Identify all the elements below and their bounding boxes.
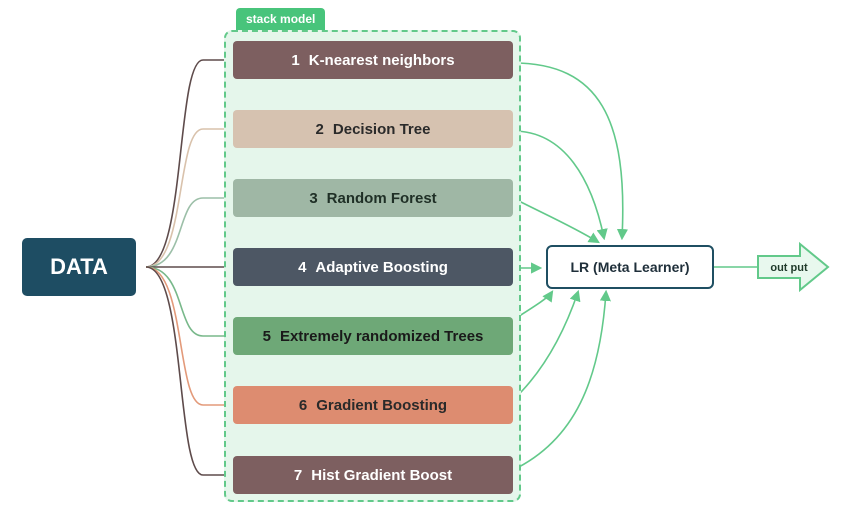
feed-line-hist-gradient-boost bbox=[145, 266, 233, 476]
model-label: Gradient Boosting bbox=[316, 396, 448, 414]
meta-arrow-random-forest bbox=[512, 197, 600, 244]
model-label: Extremely randomized Trees bbox=[279, 327, 484, 345]
stack-model-label: stack model bbox=[236, 8, 326, 30]
feed-line-random-forest bbox=[145, 197, 233, 268]
model-box-decision-tree: 2 Decision Tree bbox=[233, 110, 513, 148]
data-input-label: DATA bbox=[50, 254, 108, 279]
meta-arrow-hist-gradient-boost bbox=[512, 289, 611, 471]
model-box-extremely-randomized-trees: 5 Extremely randomized Trees bbox=[233, 317, 513, 355]
model-number: 2 bbox=[315, 120, 324, 138]
model-number: 5 bbox=[262, 327, 271, 345]
model-label: Decision Tree bbox=[332, 120, 431, 138]
model-number: 6 bbox=[298, 396, 308, 414]
output-label: out put bbox=[770, 262, 808, 274]
feed-line-gradient-boosting bbox=[145, 266, 233, 406]
meta-arrow-decision-tree bbox=[512, 130, 608, 241]
feed-line-extremely-randomized-trees bbox=[145, 266, 233, 337]
feed-line-knn bbox=[145, 59, 233, 268]
model-box-knn: 1 K-nearest neighbors bbox=[233, 41, 513, 79]
meta-learner-label: LR (Meta Learner) bbox=[570, 259, 690, 275]
output-block-arrow bbox=[757, 241, 830, 293]
model-label: Hist Gradient Boost bbox=[311, 466, 453, 484]
feed-line-decision-tree bbox=[145, 128, 233, 268]
model-box-adaptive-boosting: 4 Adaptive Boosting bbox=[233, 248, 513, 286]
model-number: 1 bbox=[291, 51, 300, 69]
model-number: 7 bbox=[293, 466, 303, 484]
model-box-gradient-boosting: 6 Gradient Boosting bbox=[233, 386, 513, 424]
meta-arrow-gradient-boosting bbox=[512, 289, 581, 401]
data-input-box: DATA bbox=[22, 238, 136, 296]
model-number: 3 bbox=[309, 189, 318, 207]
model-box-random-forest: 3 Random Forest bbox=[233, 179, 513, 217]
model-label: Random Forest bbox=[326, 189, 437, 207]
model-number: 4 bbox=[298, 258, 307, 276]
model-label: Adaptive Boosting bbox=[315, 258, 448, 276]
model-box-hist-gradient-boost: 7 Hist Gradient Boost bbox=[233, 456, 513, 494]
meta-arrow-knn bbox=[512, 62, 629, 241]
meta-learner-box: LR (Meta Learner) bbox=[546, 245, 714, 289]
model-label: K-nearest neighbors bbox=[308, 51, 455, 69]
